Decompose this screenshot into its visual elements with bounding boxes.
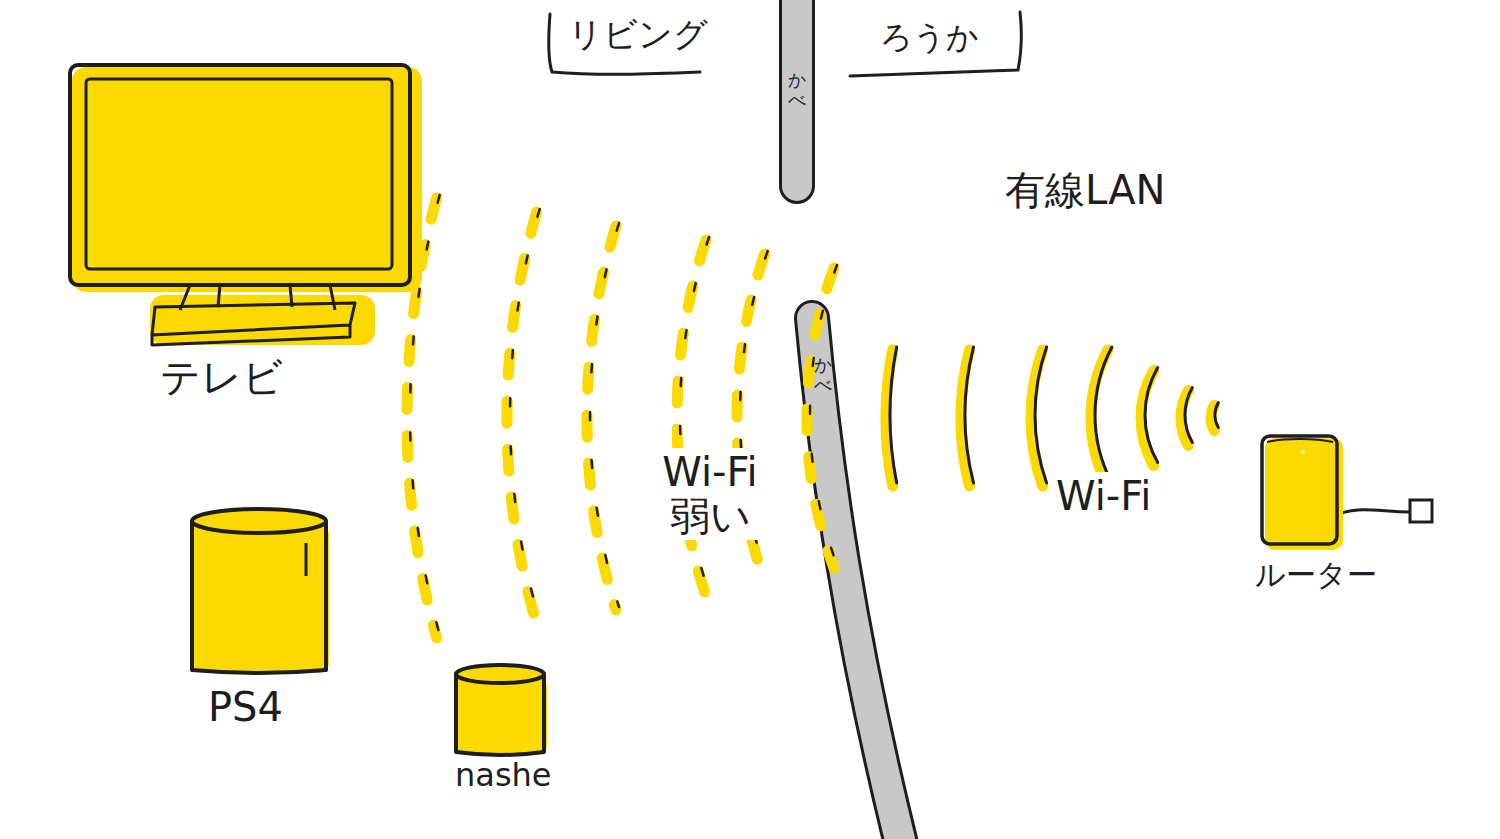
device-box: PS4 — [180, 505, 340, 729]
device-box: nashe — [440, 660, 590, 793]
device-label: PS4 — [208, 685, 283, 729]
router-device: ルーター — [1245, 428, 1395, 591]
signal-label: Wi-Fi 弱い — [636, 448, 784, 540]
lan-cable — [1335, 500, 1432, 522]
room-name: リビング — [568, 16, 708, 53]
wall-label: かべ — [814, 355, 832, 395]
connection-label: 有線LAN — [1005, 168, 1166, 212]
room-name: ろうか — [880, 20, 979, 55]
device-shape — [60, 55, 420, 399]
device-label: ルーター — [1255, 558, 1377, 591]
signal-label: Wi-Fi — [1052, 472, 1155, 520]
device-label: nashe — [455, 758, 552, 793]
device-label: テレビ — [160, 355, 283, 399]
wifi-wave — [407, 195, 1218, 638]
wall — [797, 0, 905, 839]
wall-label: かべ — [788, 70, 806, 110]
tv-device: テレビ — [60, 55, 420, 399]
